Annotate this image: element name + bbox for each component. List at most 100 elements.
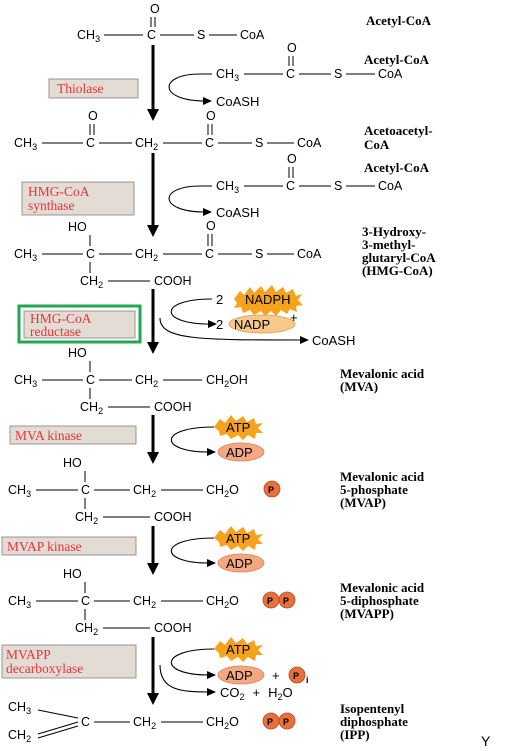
atom-coa: CoA <box>297 247 322 261</box>
atom-c: C <box>205 247 214 261</box>
enzyme-mvapp-decarboxylase-2: decarboxylase <box>6 661 83 676</box>
phosphate-label: P <box>283 717 289 727</box>
atom-o: O <box>206 109 216 123</box>
phosphate-label: P <box>267 717 273 727</box>
cofactor-atp-1: ATP <box>226 420 250 435</box>
plus-sign-1: + <box>272 668 280 683</box>
atom-c: C <box>81 483 90 497</box>
adp-oval-3 <box>217 665 265 685</box>
enzyme-box-hmg-reductase <box>23 310 136 339</box>
compound-name-acetoacetyl-1: Acetoacetyl- <box>364 123 433 138</box>
cofactor-pi: P <box>293 671 299 681</box>
compound-name-acetyl-coa-2: Acetyl-CoA <box>364 52 430 67</box>
enzyme-hmg-synthase-2: synthase <box>28 198 75 213</box>
enzyme-thiolase: Thiolase <box>57 81 104 96</box>
acetyl-coa-structure-2: O CH3 C S CoA <box>200 41 403 83</box>
atom-c: C <box>286 179 295 193</box>
compound-name-acetyl-coa-1: Acetyl-CoA <box>366 13 432 28</box>
adp-oval-2 <box>217 553 265 573</box>
atom-ch2: CH2 <box>80 274 103 290</box>
nadph-coefficient: 2 <box>216 292 223 307</box>
atom-ho: HO <box>68 220 87 234</box>
atom-coa: CoA <box>297 136 322 150</box>
atp-burst-3 <box>214 637 263 662</box>
co2-release-curve <box>159 664 211 693</box>
arrow-head <box>147 109 159 121</box>
cofactor-adp-2: ADP <box>226 556 253 571</box>
compound-name-ipp-2: diphosphate <box>340 714 408 729</box>
phosphate-label: P <box>267 596 273 606</box>
atom-ch3: CH3 <box>8 594 31 610</box>
nadph-curve <box>170 298 213 325</box>
atom-cooh: COOH <box>154 400 192 414</box>
compound-name-mvap-2: 5-phosphate <box>340 482 408 497</box>
atom-coa: CoA <box>378 67 403 81</box>
adp-oval-1 <box>217 442 265 462</box>
atom-ch2o: CH2O <box>206 715 239 731</box>
acetoacetyl-coa-structure: O O CH3 C CH2 C S CoA <box>14 109 322 152</box>
cofactor-coash-2: CoASH <box>216 205 259 220</box>
mvap-structure: HO CH3 C CH2 CH2O P CH2 COOH <box>8 456 281 526</box>
coash-release-curve-3 <box>159 317 303 341</box>
atom-ch3: CH3 <box>8 483 31 499</box>
atom-o: O <box>287 152 297 166</box>
enzyme-mvapp-decarboxylase-1: MVAPP <box>6 647 51 662</box>
atom-ch2o: CH2O <box>206 594 239 610</box>
atom-cooh: COOH <box>154 510 192 524</box>
cofactor-adp-1: ADP <box>226 445 253 460</box>
enzyme-box-mva-kinase <box>9 425 137 445</box>
atom-ch2: CH2 <box>133 594 156 610</box>
atom-c: C <box>147 28 156 42</box>
compound-name-hmg-4: (HMG-CoA) <box>362 263 433 278</box>
ipp-structure: CH3 CH2 C CH2 CH2O P P <box>8 700 296 744</box>
compound-name-mvapp-2: 5-diphosphate <box>340 593 419 608</box>
enzyme-mvap-kinase: MVAP kinase <box>7 539 82 554</box>
compound-name-mvapp-3: (MVAPP) <box>340 606 394 621</box>
atom-ch3: CH3 <box>8 700 31 716</box>
atom-ch2: CH2 <box>80 400 103 416</box>
atom-ch2: CH2 <box>135 247 158 263</box>
atom-cooh: COOH <box>154 274 192 288</box>
compound-name-ipp-1: Isopentenyl <box>340 701 405 716</box>
cofactor-adp-3: ADP <box>226 668 253 683</box>
atp-curve-3 <box>170 648 215 676</box>
enzyme-hmg-reductase-1: HMG-CoA <box>30 311 92 326</box>
compound-name-mvap-3: (MVAP) <box>340 495 386 510</box>
compound-name-mvapp-1: Mevalonic acid <box>340 580 425 595</box>
atom-o: O <box>88 109 98 123</box>
compound-name-mvap-1: Mevalonic acid <box>340 469 425 484</box>
atp-curve-2 <box>170 537 215 564</box>
atom-ho: HO <box>68 346 87 360</box>
cofactor-pi-subscript: i <box>306 675 309 685</box>
compound-name-acetyl-coa-3: Acetyl-CoA <box>364 160 430 175</box>
acetyl-coa-structure-1: O CH3 C S CoA <box>77 2 265 44</box>
coash-release-curve-1 <box>168 73 206 102</box>
compound-name-hmg-2: 3-methyl- <box>362 237 415 252</box>
phosphate-label: P <box>268 485 274 495</box>
hmg-coa-structure: HO O CH3 C CH2 C S CoA CH2 COOH <box>14 219 322 290</box>
cofactor-coash-1: CoASH <box>216 94 259 109</box>
cofactor-coash-3: CoASH <box>312 333 355 348</box>
compound-name-mva-1: Mevalonic acid <box>340 366 425 381</box>
cofactor-atp-3: ATP <box>226 642 250 657</box>
compound-name-mva-2: (MVA) <box>340 379 378 394</box>
atom-coa: CoA <box>378 179 403 193</box>
atom-ch3: CH3 <box>77 28 100 44</box>
compound-name-hmg-1: 3-Hydroxy- <box>362 224 426 239</box>
atp-burst-2 <box>214 526 263 551</box>
atom-c: C <box>286 67 295 81</box>
phosphate-label: P <box>283 596 289 606</box>
enzyme-box-hmg-synthase <box>21 181 135 216</box>
atom-ho: HO <box>63 567 82 581</box>
enzyme-hmg-synthase-1: HMG-CoA <box>28 184 90 199</box>
atom-s: S <box>255 136 263 150</box>
atom-s: S <box>255 247 263 261</box>
cofactor-co2-h2o: CO2+H2O <box>220 685 293 702</box>
cofactor-nadp: NADP <box>234 317 270 332</box>
atom-c: C <box>81 715 90 729</box>
atom-o: O <box>206 219 216 233</box>
pi-circle <box>288 666 306 684</box>
atom-c: C <box>205 136 214 150</box>
corner-mark: Y <box>481 733 491 749</box>
